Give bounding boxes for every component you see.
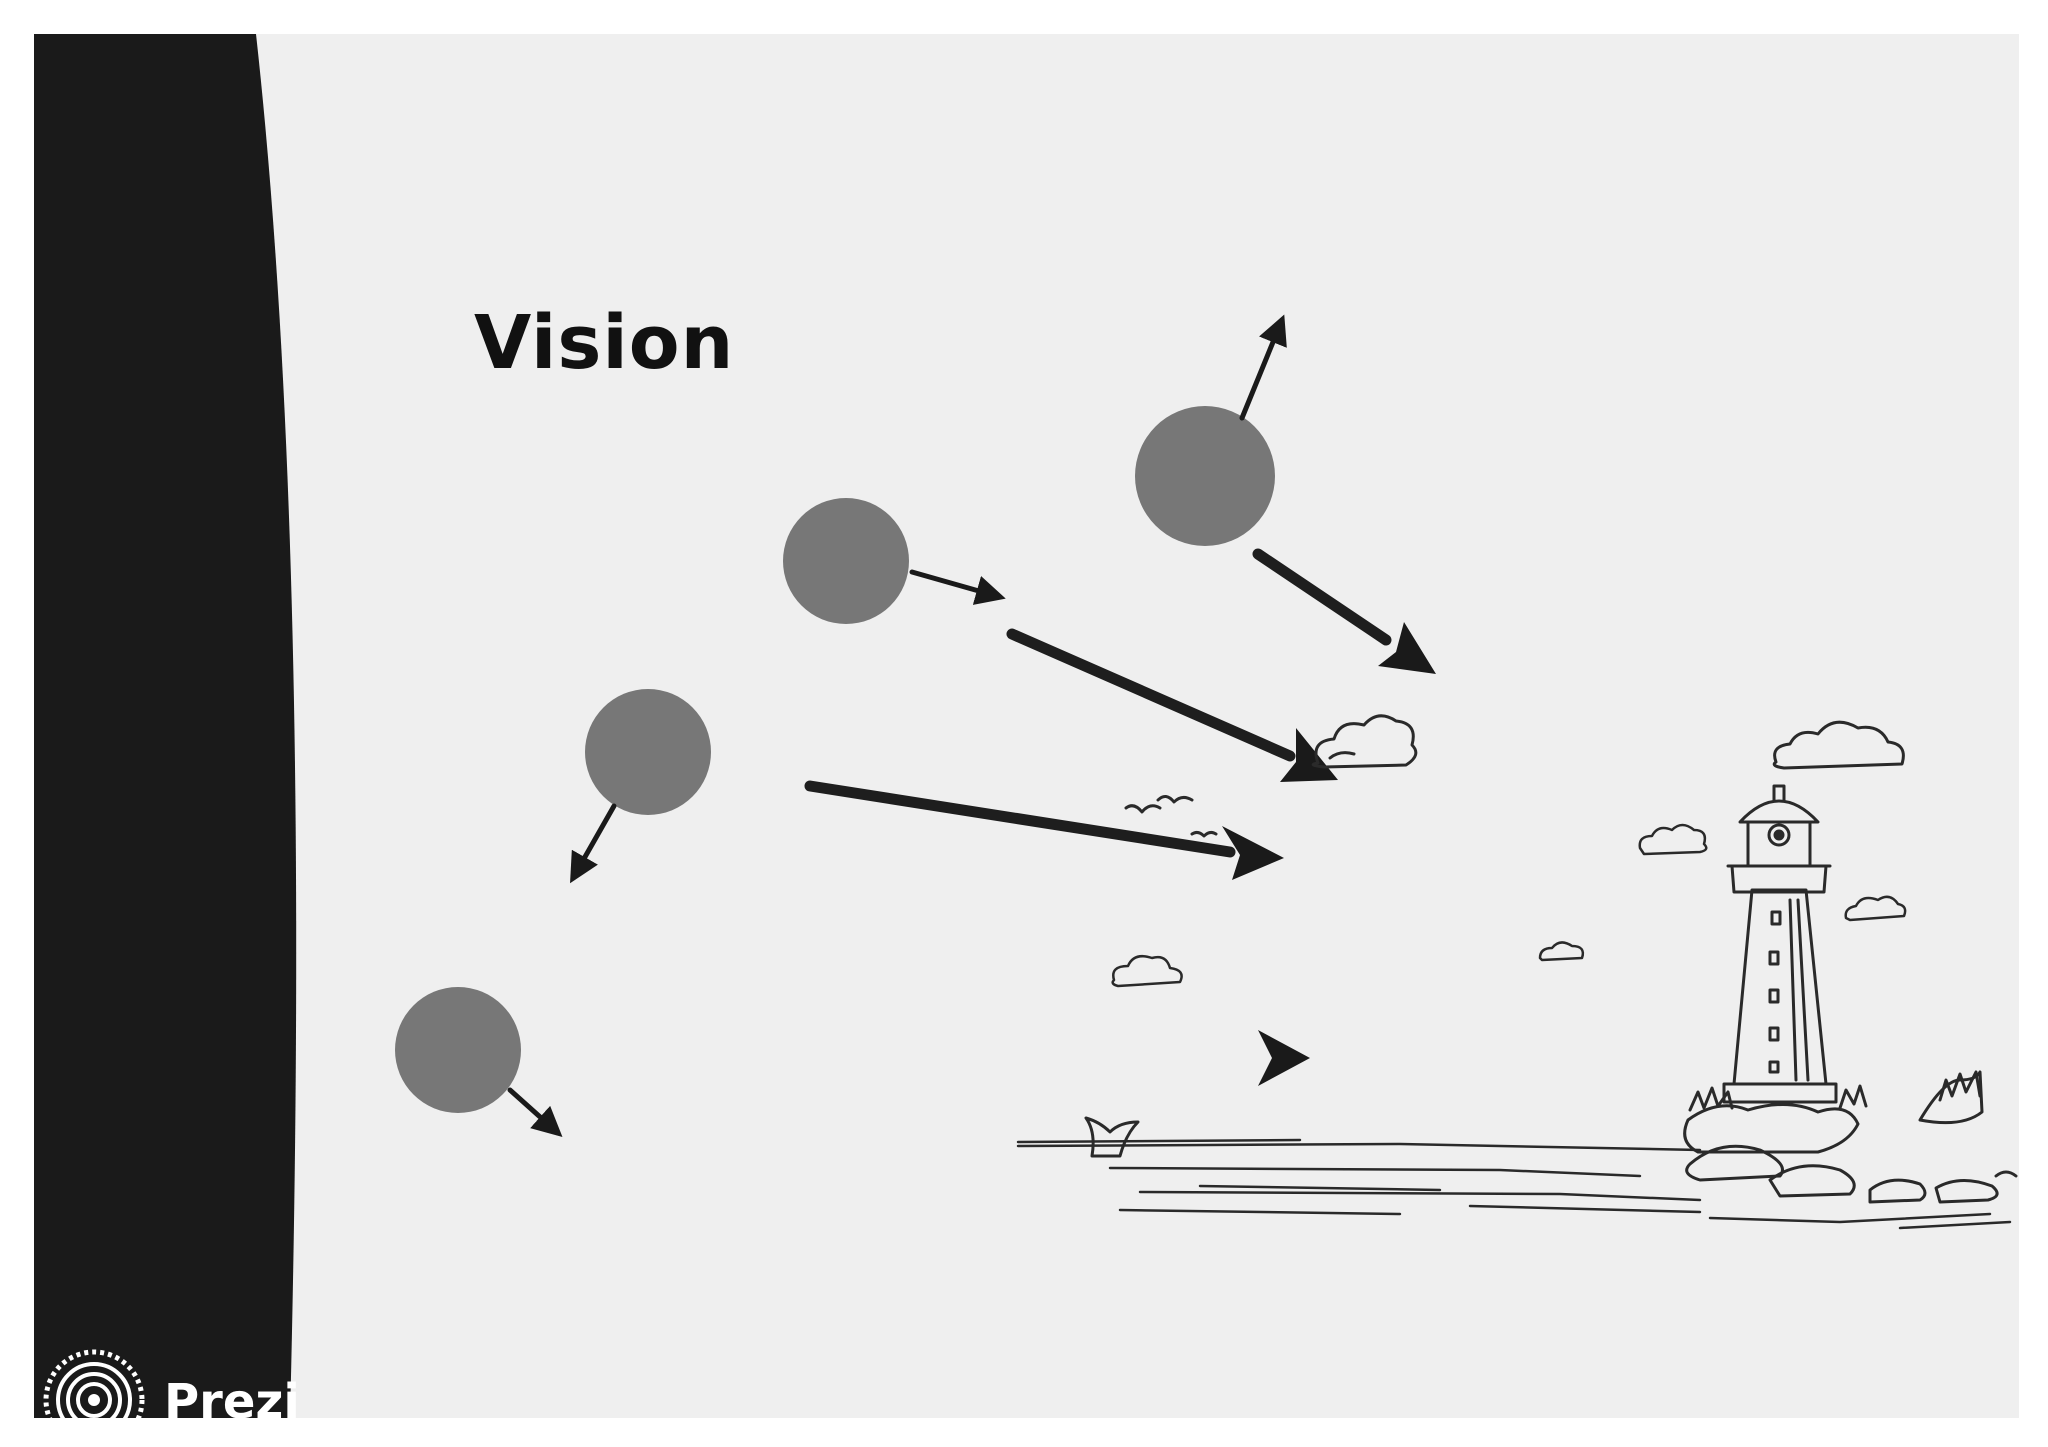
small-arrow-3	[909, 569, 1006, 605]
cloud-icon	[1772, 720, 1905, 770]
large-arrows	[630, 548, 1436, 1086]
node-circle-3	[783, 498, 909, 624]
sea-waves	[1016, 1138, 2012, 1230]
island-rocks-icon	[1683, 1070, 2018, 1204]
prezi-logo-icon	[43, 1349, 145, 1447]
bird-icon	[1124, 795, 1218, 838]
cloud-icon	[1638, 823, 1708, 856]
small-arrow-2	[570, 803, 617, 884]
node-circle-2	[585, 689, 711, 815]
cloud-icon	[1111, 955, 1183, 988]
large-arrow-2	[804, 780, 1284, 880]
cloud-icon	[1538, 941, 1585, 962]
large-arrow-4	[1252, 548, 1436, 674]
node-circle-1	[395, 987, 521, 1113]
lighthouse-illustration	[1016, 714, 2018, 1230]
node-circle-4	[1135, 406, 1275, 546]
slide-title: Vision	[474, 300, 734, 386]
cloud-icon	[1844, 895, 1907, 922]
cloud-icon	[1311, 714, 1418, 769]
large-arrow-1	[630, 1030, 1310, 1086]
whale-tail-icon	[1084, 1116, 1140, 1158]
left-dark-panel	[34, 34, 297, 1418]
diagram-nodes	[395, 406, 1275, 1113]
small-arrow-4	[1239, 314, 1287, 421]
small-arrows	[507, 314, 1287, 1138]
small-arrow-1	[507, 1087, 563, 1138]
large-arrow-3	[1006, 628, 1338, 782]
slide-background	[34, 34, 2019, 1418]
